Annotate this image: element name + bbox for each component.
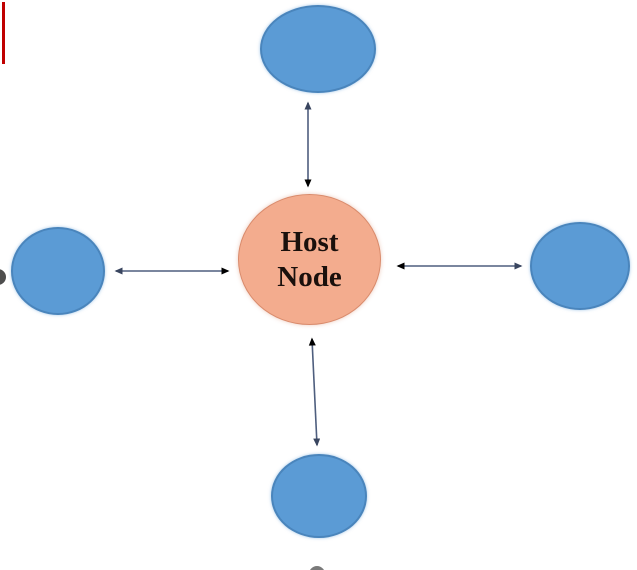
peripheral-node-left: [11, 227, 105, 315]
arrow-host-to-bottom: [308, 337, 321, 447]
cropped-red-line-artifact: [2, 2, 5, 64]
bottom-edge-partial-dot: [309, 566, 325, 570]
peripheral-node-bottom: [271, 454, 367, 538]
host-node: Host Node: [238, 194, 381, 325]
peripheral-node-right: [530, 222, 630, 310]
peripheral-node-top: [260, 5, 376, 93]
left-edge-partial-dot: [0, 269, 6, 285]
host-node-label: Host Node: [277, 226, 342, 293]
